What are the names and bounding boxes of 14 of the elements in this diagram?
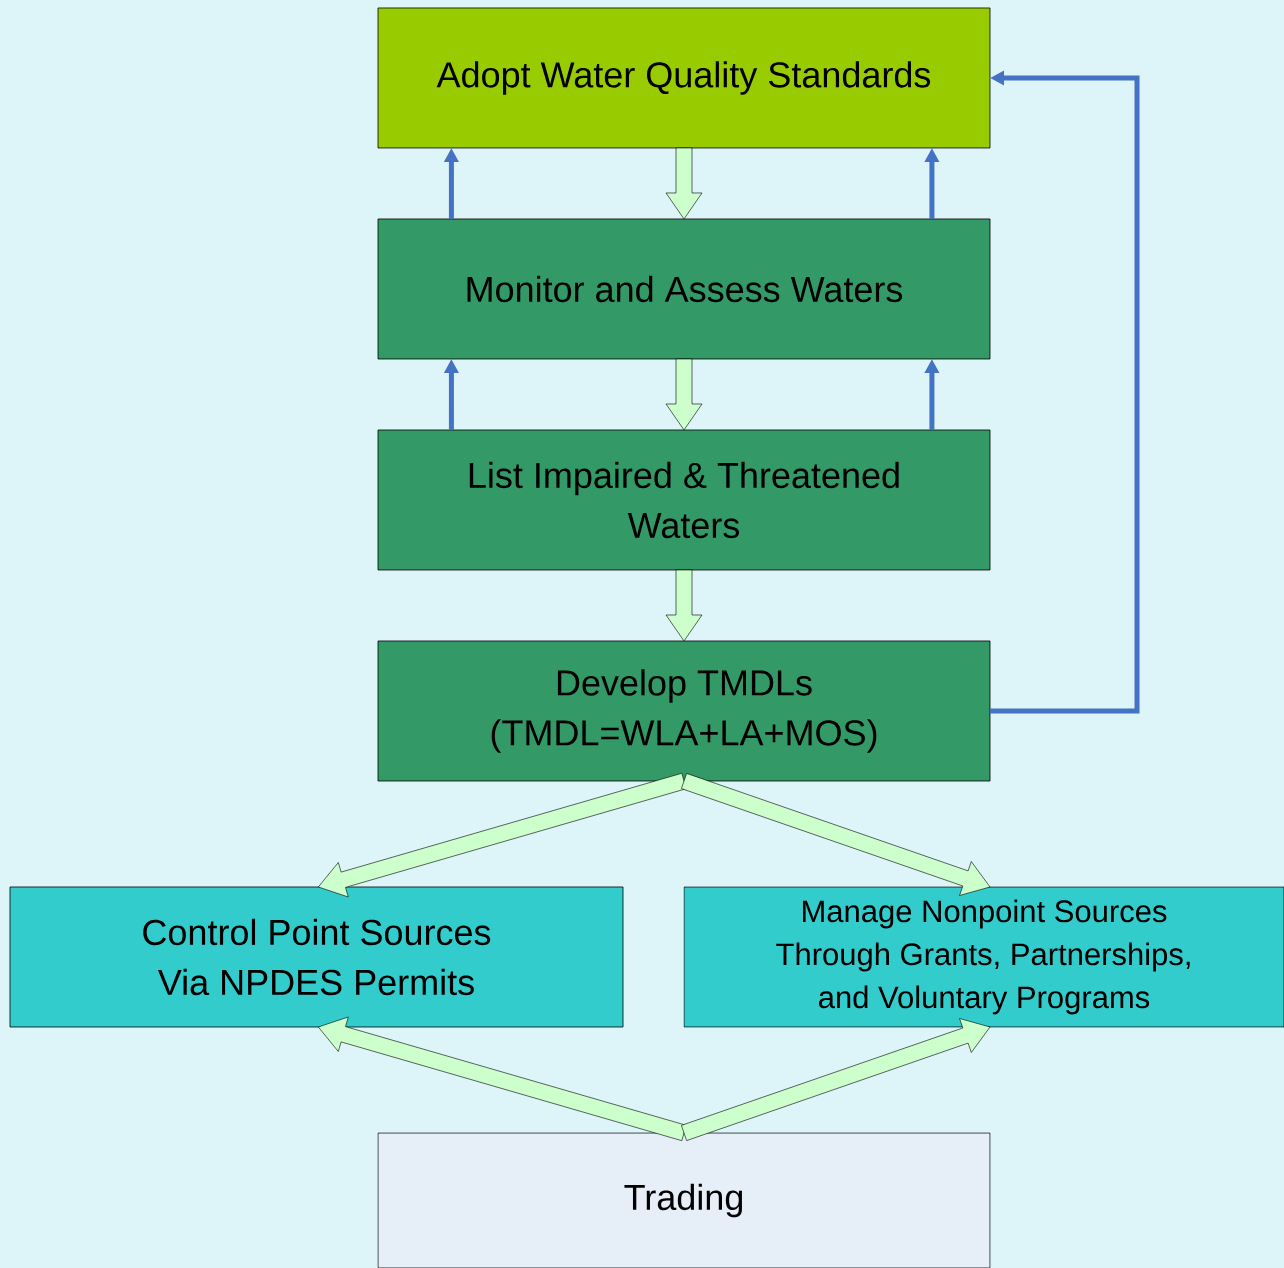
process-box: Develop TMDLs (TMDL=WLA+LA+MOS): [377, 640, 991, 782]
block-arrow: [681, 773, 991, 896]
process-box: List Impaired & Threatened Waters: [377, 429, 991, 571]
block-arrow: [318, 1016, 687, 1141]
process-box: Control Point Sources Via NPDES Permits: [9, 886, 624, 1028]
block-arrow: [665, 147, 703, 220]
process-box: Manage Nonpoint Sources Through Grants, Partnerships, and Voluntary Programs: [683, 886, 1284, 1028]
block-arrow: [665, 569, 703, 642]
process-box: Trading: [377, 1132, 991, 1268]
process-box: Monitor and Assess Waters: [377, 218, 991, 360]
block-arrow: [318, 773, 687, 898]
block-arrow: [681, 1018, 991, 1141]
block-arrow: [665, 358, 703, 431]
process-box: Adopt Water Quality Standards: [377, 7, 991, 149]
